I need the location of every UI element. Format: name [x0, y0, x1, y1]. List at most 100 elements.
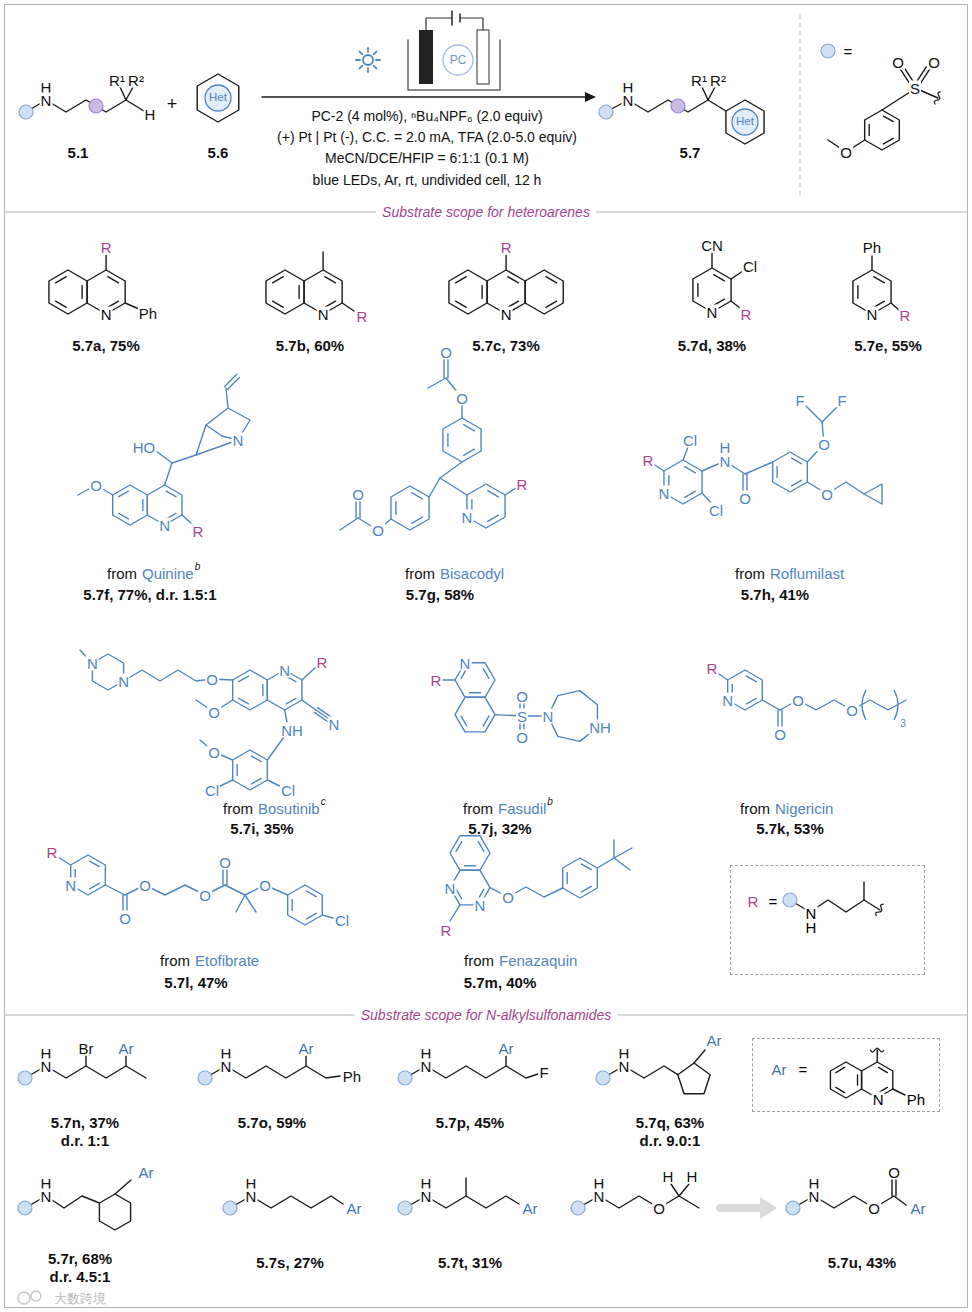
bond-line — [90, 883, 100, 889]
bond-line — [166, 491, 176, 497]
atom-label: O — [773, 727, 787, 742]
compound-label: d.r. 4.5:1 — [50, 1269, 111, 1284]
bond-line — [105, 255, 106, 270]
bond-line — [671, 1184, 679, 1196]
bond-line — [746, 474, 747, 492]
bond-line — [505, 488, 516, 495]
bond-line — [236, 764, 237, 775]
sulfonyl-marker — [596, 1071, 610, 1085]
atom-label: O — [515, 689, 529, 704]
bond-line — [726, 100, 764, 144]
atom-label: N — [721, 693, 734, 708]
bond-line — [342, 303, 354, 311]
bond-line — [449, 270, 487, 314]
bond-line — [614, 848, 632, 858]
bond-line — [298, 286, 299, 298]
atom-label: O — [118, 911, 132, 926]
bond-line — [49, 270, 87, 314]
r-group-label: R — [740, 307, 753, 322]
bond-line — [478, 842, 484, 852]
bond-line — [613, 840, 614, 858]
atom-label: N — [40, 93, 53, 108]
bond-line — [447, 359, 448, 378]
wire — [460, 18, 483, 30]
condition-text: PC-2 (4 mol%), ⁿBu₄NPF₆ (2.0 equiv) — [311, 109, 542, 123]
bond-line — [252, 756, 262, 762]
r-group-label: R — [316, 655, 329, 670]
atom-label: N — [278, 663, 291, 678]
atom-label: N — [245, 1189, 258, 1204]
bond-line — [836, 1087, 845, 1092]
bond-line — [172, 455, 196, 463]
condition-text: blue LEDs, Ar, rt, undivided cell, 12 h — [313, 173, 542, 187]
node-text: Het — [736, 116, 754, 128]
atom-label: Cl — [682, 433, 698, 448]
atom-label: N — [719, 454, 732, 469]
bond-line — [505, 255, 506, 270]
aryl-label: Ar — [118, 1041, 135, 1056]
bond-line — [273, 301, 284, 307]
compound-label: 5.7j, 32% — [468, 821, 531, 836]
atom-label: N — [328, 717, 341, 732]
bond-line — [355, 500, 356, 518]
battery-plate — [459, 14, 461, 22]
bond-line — [464, 865, 475, 866]
bond-line — [120, 87, 126, 100]
atom-label: O — [515, 730, 529, 745]
node-text: N — [872, 1092, 885, 1107]
bond-line — [455, 697, 495, 732]
atom-label: O — [371, 523, 385, 538]
atom-label: O — [501, 890, 515, 905]
bond-line — [225, 375, 237, 387]
bond-line — [546, 277, 557, 283]
bond-line — [395, 502, 396, 514]
bond-line — [882, 92, 910, 110]
light-ray — [367, 68, 369, 72]
light-ray — [360, 66, 363, 69]
bond-line — [267, 737, 284, 760]
atom-label: Cl — [204, 783, 220, 798]
atom-label: H — [686, 1169, 699, 1184]
bond-line — [776, 466, 777, 477]
compound-label: 5.7s, 27% — [256, 1255, 324, 1270]
bond-line — [679, 1184, 689, 1196]
atom-label: N — [64, 878, 77, 893]
bond-line — [708, 87, 715, 100]
battery-plate — [451, 11, 453, 25]
compound-label: 5.7b, 60% — [276, 338, 344, 353]
aryl-label: Ar — [910, 1201, 927, 1216]
wire — [426, 18, 452, 30]
bond-line — [252, 778, 262, 784]
bond-line — [302, 667, 316, 680]
aryl-label: Ar — [498, 1041, 515, 1056]
atom-label: N — [86, 656, 99, 671]
bond-line — [236, 895, 245, 912]
atom-label: N — [444, 880, 457, 895]
caption-text: from — [223, 801, 253, 816]
atom-label: H — [662, 1169, 675, 1184]
light-ray — [374, 66, 377, 69]
watermark-logo — [31, 1291, 41, 1301]
atom-label: N — [706, 305, 719, 320]
compound-label: 5.7d, 38% — [678, 338, 746, 353]
bond-line — [868, 124, 869, 135]
bond-line — [233, 750, 268, 790]
drug-name: Roflumilast — [770, 566, 844, 581]
bond-line — [307, 913, 317, 919]
sulfonyl-marker — [783, 893, 797, 907]
sulfonyl-marker — [786, 1201, 800, 1215]
photocatalyst-circle: PC — [442, 44, 474, 76]
compound-label: 5.7m, 40% — [464, 975, 537, 990]
atom-label: O — [891, 55, 905, 70]
bond-line — [465, 1178, 466, 1196]
bond-line — [488, 491, 499, 497]
atom-label: R² — [127, 73, 145, 88]
sulfonyl-marker — [19, 105, 33, 119]
atom-label: O — [867, 1201, 881, 1216]
atom-label: O — [817, 437, 831, 452]
node-circle — [732, 109, 758, 135]
bond-line — [165, 463, 172, 485]
atom-label: N — [420, 1189, 433, 1204]
subscript: 3 — [900, 719, 906, 729]
atom-label: O — [652, 1201, 666, 1216]
